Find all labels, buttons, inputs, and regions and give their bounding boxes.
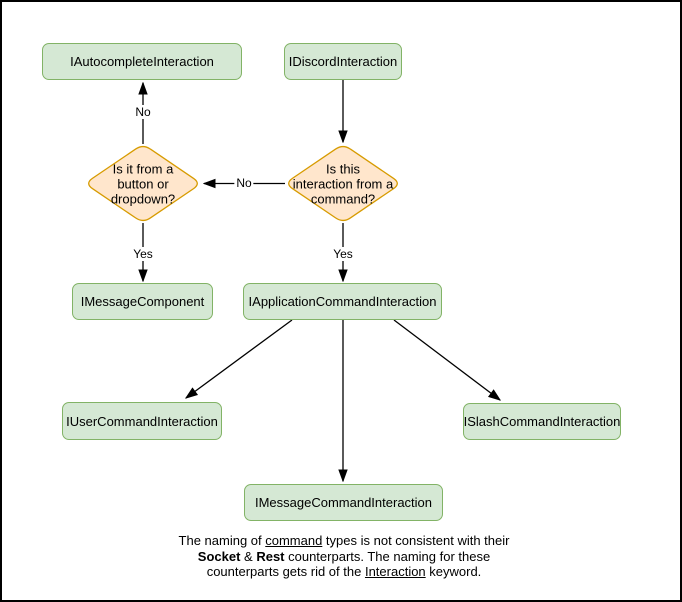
decision-component-line1: Is it from a: [112, 161, 174, 177]
note-text: The naming of command types is not consi…: [179, 533, 510, 580]
note-line2-bold1: Socket: [197, 548, 241, 564]
note-line3-pre: counterparts gets rid of the: [206, 564, 365, 579]
note-line-1: The naming of command types is not consi…: [179, 533, 510, 549]
decision-component-line3: dropdown?: [110, 191, 176, 207]
edge-label-no-left: No: [234, 176, 254, 190]
node-message-component: IMessageComponent: [72, 283, 213, 320]
decision-command-line1: Is this: [326, 161, 360, 177]
node-autocomplete-interaction-label: IAutocompleteInteraction: [70, 54, 214, 69]
node-message-component-label: IMessageComponent: [80, 294, 205, 309]
node-application-command-interaction: IApplicationCommandInteraction: [243, 283, 442, 320]
decision-command-shape: [288, 145, 398, 222]
note-line2-bold2: Rest: [256, 548, 285, 564]
node-discord-interaction: IDiscordInteraction: [284, 43, 402, 80]
decision-command-line2: interaction from a: [292, 176, 394, 192]
note-line2-post: counterparts. The naming for these: [284, 548, 491, 564]
node-autocomplete-interaction: IAutocompleteInteraction: [42, 43, 242, 80]
note-line-3: counterparts gets rid of the Interaction…: [179, 564, 510, 580]
node-slash-command-interaction: ISlashCommandInteraction: [463, 403, 621, 440]
node-user-command-interaction-label: IUserCommandInteraction: [66, 413, 218, 429]
node-discord-interaction-label: IDiscordInteraction: [288, 54, 398, 69]
edge-label-no-up: No: [133, 105, 153, 119]
decision-command-label: Is this interaction from a command?: [287, 162, 399, 207]
decision-component-line2: button or: [117, 176, 169, 192]
decision-component-label: Is it from a button or dropdown?: [93, 162, 193, 207]
edge-label-yes-component: Yes: [131, 247, 155, 261]
node-message-command-interaction: IMessageCommandInteraction: [244, 484, 443, 521]
note-line3-underlined: Interaction: [364, 564, 426, 579]
note-line-2: Socket & Rest counterparts. The naming f…: [179, 549, 510, 565]
edge-application-to-slash-command: [393, 319, 500, 400]
edge-application-to-user-command: [186, 319, 293, 398]
decision-command-line3: command?: [310, 191, 376, 207]
note-line1-underlined: command: [265, 533, 323, 548]
note-line3-post: keyword.: [425, 564, 482, 579]
edge-label-yes-command: Yes: [331, 247, 355, 261]
node-user-command-interaction: IUserCommandInteraction: [62, 402, 222, 440]
note-line2-mid: &: [240, 548, 257, 564]
decision-component-shape: [88, 145, 198, 222]
note-line1-pre: The naming of: [178, 533, 266, 548]
node-message-command-interaction-label: IMessageCommandInteraction: [254, 495, 433, 510]
note-line1-post: types is not consistent with their: [322, 533, 510, 548]
node-slash-command-interaction-label: ISlashCommandInteraction: [463, 414, 621, 429]
node-application-command-interaction-label: IApplicationCommandInteraction: [248, 294, 437, 309]
